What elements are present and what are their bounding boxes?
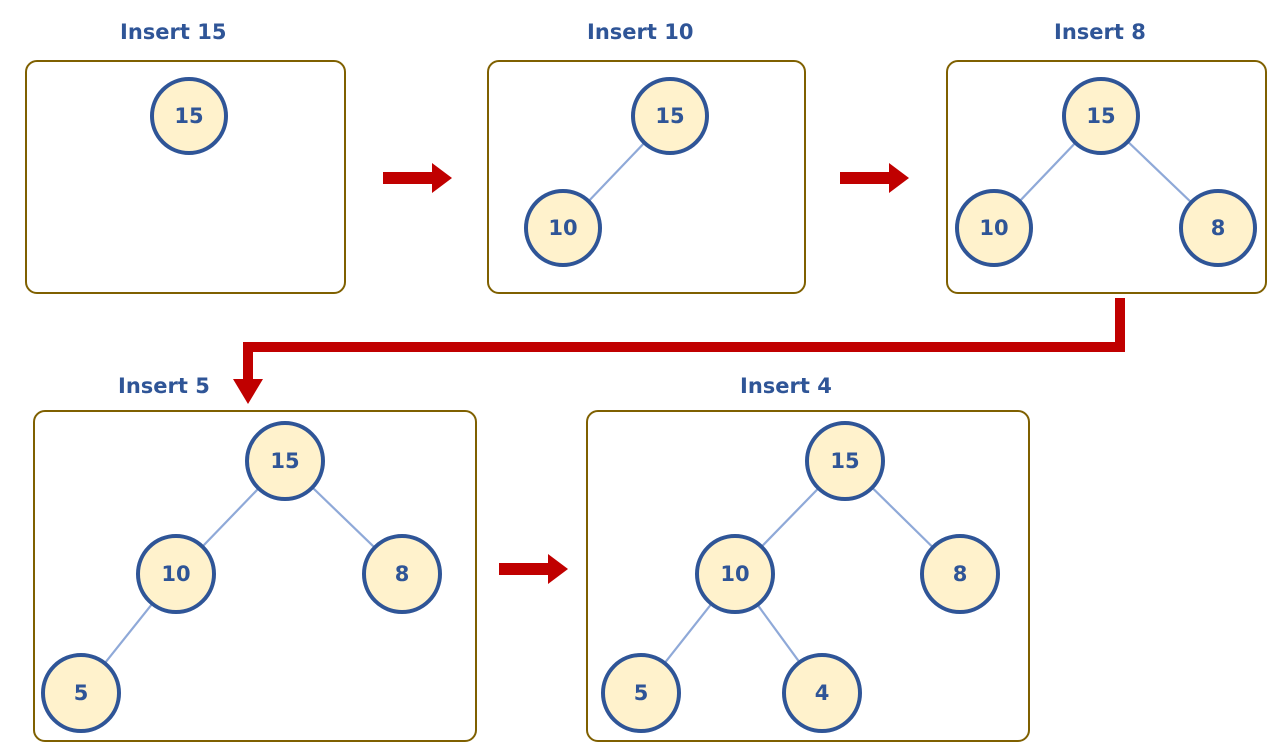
tree-node-10: 10 — [695, 534, 775, 614]
node-circle — [695, 534, 775, 614]
step-2-title: Insert 10 — [587, 20, 694, 44]
node-circle — [955, 189, 1033, 267]
tree-node-8: 8 — [920, 534, 1000, 614]
node-label: 10 — [979, 216, 1008, 240]
step-3-title: Insert 8 — [1054, 20, 1146, 44]
tree-node-8: 8 — [362, 534, 442, 614]
tree-node-5: 5 — [601, 653, 681, 733]
node-label: 15 — [1086, 104, 1115, 128]
arrow-step2-to-step3 — [840, 163, 909, 193]
node-label: 5 — [74, 681, 89, 705]
step-4-title: Insert 5 — [118, 374, 210, 398]
tree-node-10: 10 — [524, 189, 602, 267]
tree-canvas: 15 10 8 5 4 — [601, 421, 1000, 733]
node-circle — [245, 421, 325, 501]
arrow-step1-to-step2 — [383, 163, 452, 193]
node-circle — [1062, 77, 1140, 155]
step-4-frame: 15 10 8 5 — [33, 410, 477, 742]
node-label: 10 — [548, 216, 577, 240]
arrow-step4-to-step5 — [499, 554, 568, 584]
node-circle — [631, 77, 709, 155]
node-label: 15 — [655, 104, 684, 128]
node-circle — [920, 534, 1000, 614]
tree-canvas: 15 — [150, 77, 228, 155]
node-label: 8 — [1211, 216, 1226, 240]
node-label: 8 — [395, 562, 410, 586]
node-label: 4 — [815, 681, 830, 705]
node-label: 10 — [161, 562, 190, 586]
node-circle — [805, 421, 885, 501]
node-label: 8 — [953, 562, 968, 586]
step-3-frame: 15 10 8 — [946, 60, 1267, 294]
tree-node-15: 15 — [631, 77, 709, 155]
tree-node-4: 4 — [782, 653, 862, 733]
node-label: 15 — [830, 449, 859, 473]
node-label: 5 — [634, 681, 649, 705]
node-circle — [362, 534, 442, 614]
step-5-frame: 15 10 8 5 4 — [586, 410, 1030, 742]
tree-canvas: 15 10 8 5 — [41, 421, 442, 733]
arrow-step3-to-step4 — [233, 298, 1125, 404]
node-label: 15 — [174, 104, 203, 128]
tree-node-15: 15 — [150, 77, 228, 155]
node-label: 10 — [720, 562, 749, 586]
step-1-title: Insert 15 — [120, 20, 227, 44]
tree-node-5: 5 — [41, 653, 121, 733]
tree-node-15: 15 — [805, 421, 885, 501]
tree-node-10: 10 — [955, 189, 1033, 267]
tree-canvas: 15 10 8 — [955, 77, 1257, 267]
tree-node-15: 15 — [245, 421, 325, 501]
node-circle — [1179, 189, 1257, 267]
step-5-title: Insert 4 — [740, 374, 832, 398]
node-circle — [41, 653, 121, 733]
tree-node-15: 15 — [1062, 77, 1140, 155]
node-circle — [150, 77, 228, 155]
node-circle — [782, 653, 862, 733]
tree-node-8: 8 — [1179, 189, 1257, 267]
node-circle — [136, 534, 216, 614]
node-label: 15 — [270, 449, 299, 473]
node-circle — [601, 653, 681, 733]
tree-node-10: 10 — [136, 534, 216, 614]
step-1-frame: 15 — [25, 60, 346, 294]
node-circle — [524, 189, 602, 267]
